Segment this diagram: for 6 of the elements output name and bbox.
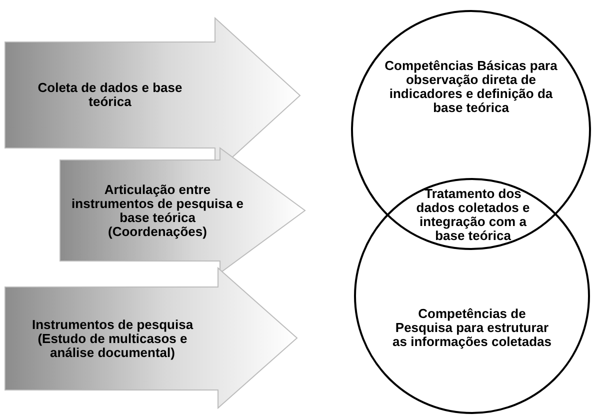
circle-label: Competências de Pesquisa para estruturar as informações coletadas <box>392 307 552 349</box>
overlap-label: Tratamento dos dados coletados e integração com a base teórica <box>415 187 531 243</box>
arrow-label: Coleta de dados e base teórica <box>36 81 184 109</box>
arrow-label: Instrumentos de pesquisa (Estudo de multicasos e análise documental) <box>30 318 194 360</box>
circle-label: Competências Básicas para observação direta de indicadores e definição da base teórica <box>384 59 558 115</box>
arrow-label: Articulação entre instrumentos de pesquisa e base teórica (Coordenações) <box>70 182 244 238</box>
